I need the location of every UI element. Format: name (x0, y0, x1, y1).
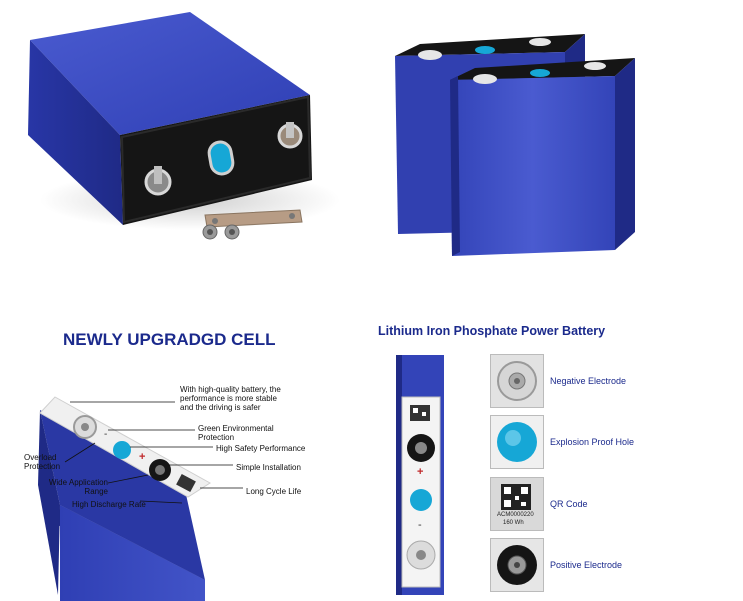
qr-energy-text: 160 Wh (503, 520, 524, 526)
cell-diagram: - + (0, 365, 330, 601)
thumb-positive-electrode (490, 538, 544, 592)
battery-cell-photo (28, 12, 340, 240)
cell-side-view-illustration (396, 355, 444, 595)
negative-electrode-icon (491, 355, 543, 407)
label-qr-code: QR Code (550, 499, 588, 509)
top-left-product-photo (0, 0, 340, 240)
plus-marking: + (139, 451, 146, 463)
side-plus-marking: + (417, 466, 424, 478)
side-minus-marking: - (418, 519, 422, 531)
callout-simple-installation: Simple Installation (236, 463, 301, 472)
thumb-explosion-proof-hole (490, 415, 544, 469)
two-battery-cells (395, 34, 635, 256)
callout-wide-application: Wide Application Range (48, 478, 108, 496)
positive-electrode-icon (491, 539, 543, 591)
callout-long-cycle-life: Long Cycle Life (246, 487, 302, 496)
callout-green-protection: Green Environmental Protection (198, 424, 274, 442)
top-right-two-cells-photo (380, 20, 660, 260)
cell-side-view: + - (396, 355, 444, 595)
callout-high-safety: High Safety Performance (216, 444, 306, 453)
minus-marking: - (104, 429, 108, 440)
newly-upgraded-cell-title: NEWLY UPGRADGD CELL (63, 330, 276, 349)
label-negative-electrode: Negative Electrode (550, 376, 627, 386)
qr-serial-text: ACM0000220 (497, 512, 534, 518)
label-positive-electrode: Positive Electrode (550, 560, 623, 570)
callout-quality: With high-quality battery, the performan… (180, 385, 281, 412)
qr-code-icon (491, 478, 543, 530)
label-explosion-proof-hole: Explosion Proof Hole (550, 437, 635, 447)
thumb-qr-code: ACM0000220 160 Wh (490, 477, 544, 531)
thumb-negative-electrode (490, 354, 544, 408)
lfp-battery-title: Lithium Iron Phosphate Power Battery (378, 324, 606, 338)
cell-diagram-illustration (38, 396, 243, 601)
explosion-proof-hole-icon (491, 416, 543, 468)
callout-overload-protection: Overload Protection (24, 453, 61, 471)
callout-high-discharge: High Discharge Rate (72, 500, 146, 509)
